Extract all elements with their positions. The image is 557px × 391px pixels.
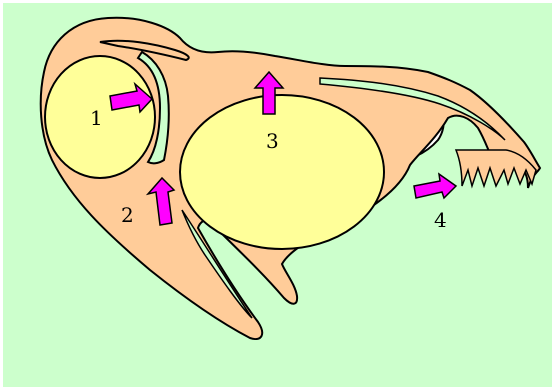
label-3: 3: [266, 129, 279, 153]
label-2: 2: [121, 203, 134, 227]
central-cavity: [180, 95, 384, 249]
label-4: 4: [434, 208, 447, 232]
label-1: 1: [90, 106, 103, 130]
